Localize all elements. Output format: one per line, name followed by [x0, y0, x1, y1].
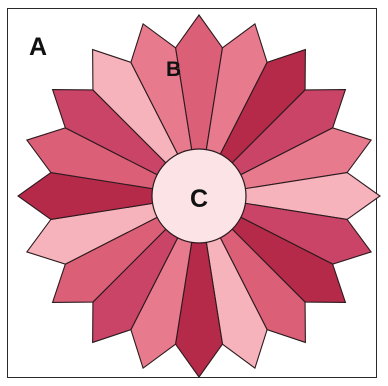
label-b-petal: B: [166, 58, 181, 81]
label-c-center: C: [190, 185, 208, 213]
label-a-background: A: [29, 33, 47, 61]
